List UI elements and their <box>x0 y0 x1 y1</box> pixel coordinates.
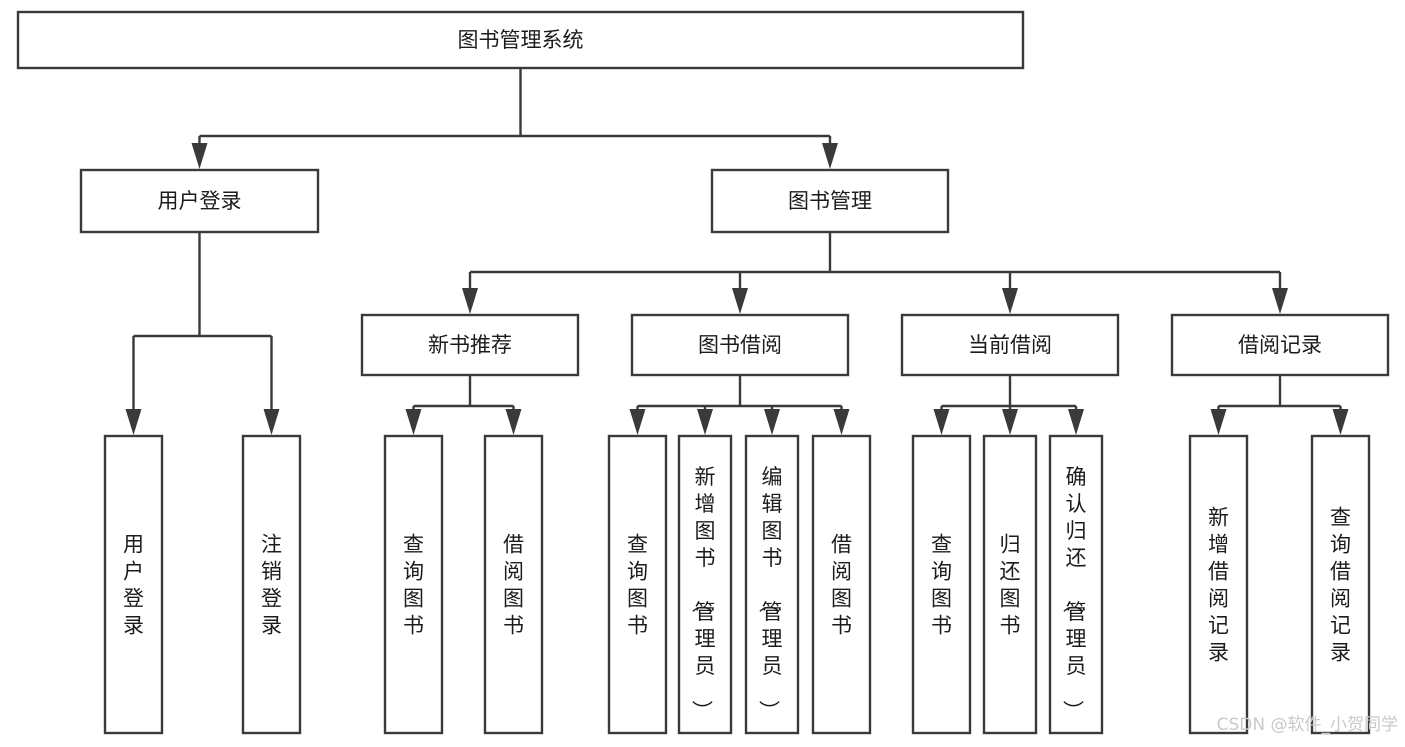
arrow-head-icon <box>1002 288 1018 314</box>
connector-group-l3_4 <box>1210 375 1349 435</box>
arrow-head-icon <box>263 409 280 435</box>
node-label: 新增图书（管理员） <box>690 465 716 721</box>
node-box[interactable] <box>1188 434 1249 735</box>
node-label: 图书管理系统 <box>458 28 584 52</box>
node-label: 查询图书 <box>403 533 424 638</box>
node-box[interactable] <box>607 434 668 735</box>
node-leaf_5[interactable]: 查询图书 <box>607 434 668 735</box>
arrow-head-icon <box>933 409 950 435</box>
node-l2_2[interactable]: 图书管理 <box>710 168 950 234</box>
node-label: 编辑图书（管理员） <box>757 465 783 721</box>
node-box[interactable] <box>900 313 1120 377</box>
node-box[interactable] <box>483 434 544 735</box>
node-label: 新增借阅记录 <box>1208 506 1229 665</box>
node-box[interactable] <box>360 313 580 377</box>
node-l3_4[interactable]: 借阅记录 <box>1170 313 1390 377</box>
node-box[interactable] <box>710 168 950 234</box>
node-box[interactable] <box>982 434 1038 735</box>
node-label: 归还图书 <box>1000 533 1021 638</box>
node-leaf_12[interactable]: 新增借阅记录 <box>1188 434 1249 735</box>
arrow-head-icon <box>764 409 780 435</box>
node-leaf_9[interactable]: 查询图书 <box>911 434 972 735</box>
arrow-head-icon <box>697 409 713 435</box>
arrow-head-icon <box>462 288 478 314</box>
node-leaf_7[interactable]: 编辑图书（管理员） <box>744 434 800 735</box>
node-box[interactable] <box>630 313 850 377</box>
arrow-head-icon <box>1068 409 1084 435</box>
node-leaf_8[interactable]: 借阅图书 <box>811 434 872 735</box>
node-label: 查询图书 <box>931 533 952 638</box>
connector-group-l3_3 <box>933 375 1084 435</box>
node-box[interactable] <box>1170 313 1390 377</box>
node-layer: 图书管理系统用户登录图书管理新书推荐图书借阅当前借阅借阅记录用户登录注销登录查询… <box>16 10 1390 735</box>
arrow-head-icon <box>1332 409 1349 435</box>
connector-group-root <box>191 68 838 169</box>
node-box[interactable] <box>677 434 733 735</box>
arrow-head-icon <box>1210 409 1227 435</box>
node-box[interactable] <box>744 434 800 735</box>
node-label: 图书管理 <box>788 189 872 213</box>
arrow-head-icon <box>125 409 142 435</box>
connector-layer <box>125 68 1349 435</box>
arrow-head-icon <box>191 143 208 169</box>
csdn-watermark: CSDN @软件_小贺同学 <box>1217 715 1398 735</box>
node-box[interactable] <box>1048 434 1104 735</box>
node-box[interactable] <box>103 434 164 735</box>
node-label: 新书推荐 <box>428 333 512 357</box>
arrow-head-icon <box>405 409 422 435</box>
node-box[interactable] <box>16 10 1025 70</box>
connector-group-l2_2 <box>462 232 1288 314</box>
node-leaf_10[interactable]: 归还图书 <box>982 434 1038 735</box>
arrow-head-icon <box>505 409 522 435</box>
connector-group-l2_1 <box>125 232 280 435</box>
node-label: 借阅记录 <box>1238 333 1322 357</box>
arrow-head-icon <box>822 143 838 169</box>
node-root[interactable]: 图书管理系统 <box>16 10 1025 70</box>
arrow-head-icon <box>833 409 850 435</box>
node-label: 查询图书 <box>627 533 648 638</box>
node-box[interactable] <box>811 434 872 735</box>
node-label: 借阅图书 <box>503 533 524 638</box>
arrow-head-icon <box>1272 288 1288 314</box>
node-label: 当前借阅 <box>968 333 1052 357</box>
node-leaf_1[interactable]: 用户登录 <box>103 434 164 735</box>
node-l2_1[interactable]: 用户登录 <box>79 168 320 234</box>
node-box[interactable] <box>79 168 320 234</box>
node-leaf_2[interactable]: 注销登录 <box>241 434 302 735</box>
node-label: 用户登录 <box>123 533 144 638</box>
node-box[interactable] <box>241 434 302 735</box>
node-box[interactable] <box>383 434 444 735</box>
node-l3_1[interactable]: 新书推荐 <box>360 313 580 377</box>
node-box[interactable] <box>911 434 972 735</box>
node-label: 图书借阅 <box>698 333 782 357</box>
node-leaf_13[interactable]: 查询借阅记录 <box>1310 434 1371 735</box>
arrow-head-icon <box>1002 409 1018 435</box>
connector-group-l3_1 <box>405 375 522 435</box>
node-l3_2[interactable]: 图书借阅 <box>630 313 850 377</box>
node-l3_3[interactable]: 当前借阅 <box>900 313 1120 377</box>
node-leaf_11[interactable]: 确认归还（管理员） <box>1048 434 1104 735</box>
node-leaf_4[interactable]: 借阅图书 <box>483 434 544 735</box>
node-leaf_6[interactable]: 新增图书（管理员） <box>677 434 733 735</box>
arrow-head-icon <box>732 288 748 314</box>
node-leaf_3[interactable]: 查询图书 <box>383 434 444 735</box>
connector-group-l3_2 <box>629 375 850 435</box>
node-label: 注销登录 <box>261 533 282 638</box>
arrow-head-icon <box>629 409 646 435</box>
node-label: 确认归还（管理员） <box>1061 465 1087 721</box>
node-label: 查询借阅记录 <box>1330 506 1351 665</box>
node-box[interactable] <box>1310 434 1371 735</box>
node-label: 借阅图书 <box>831 533 852 638</box>
node-label: 用户登录 <box>158 189 242 213</box>
